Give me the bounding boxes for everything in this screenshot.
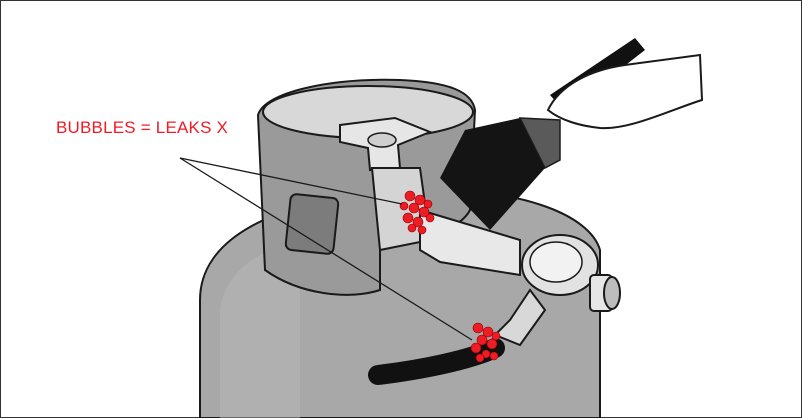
handwheel-hub bbox=[368, 133, 396, 147]
callout-label: BUBBLES = LEAKS X bbox=[56, 118, 228, 138]
collar-handle-hole bbox=[285, 194, 339, 255]
